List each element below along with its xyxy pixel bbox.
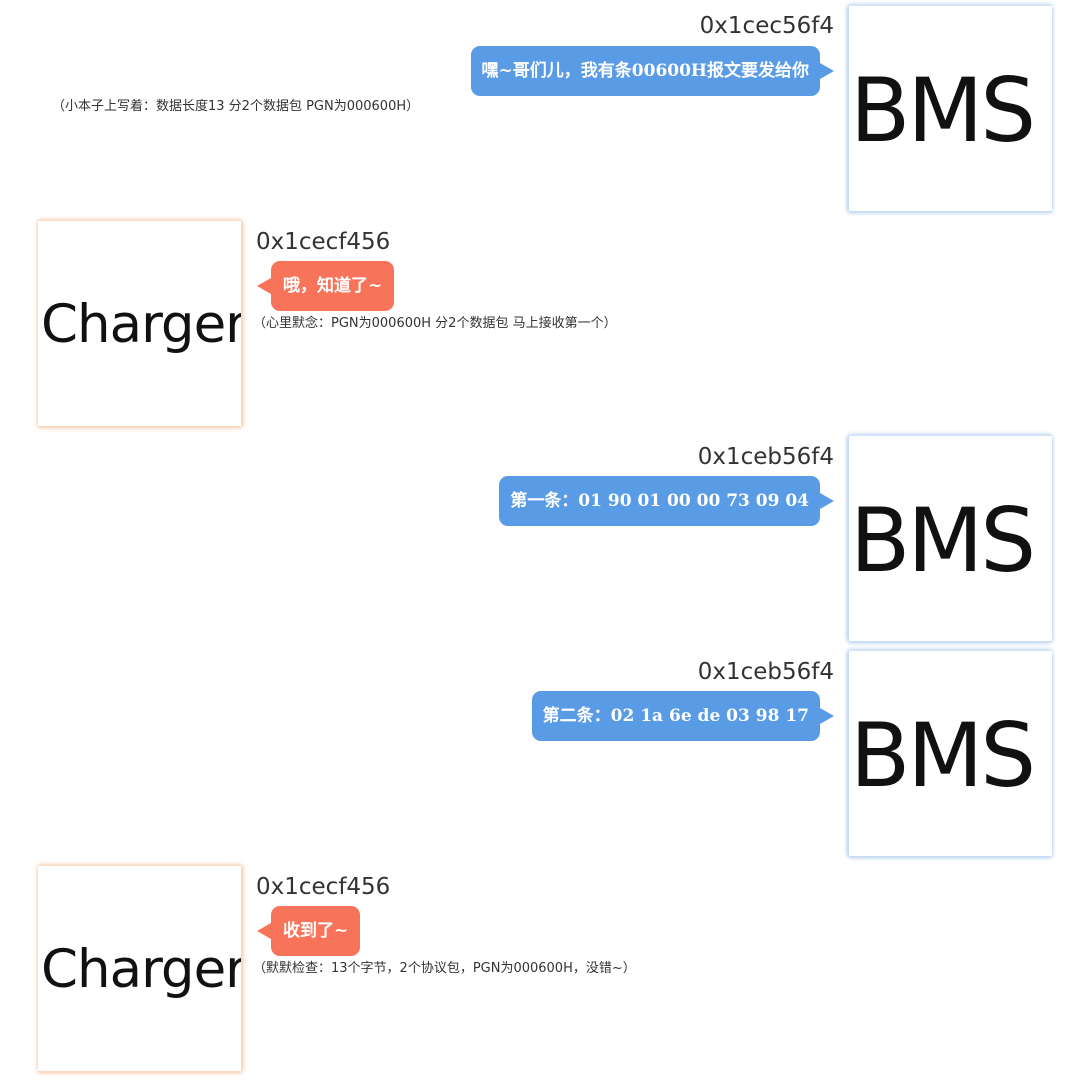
charger-avatar[interactable]: Charger [38, 221, 241, 426]
message-text: 哦，知道了~ [283, 276, 383, 296]
message-text: 第二条：02 1a 6e de 03 98 17 [542, 706, 809, 726]
message-bubble[interactable]: 收到了~ [256, 906, 361, 956]
sender-hex-id: 0x1cecf456 [256, 874, 391, 900]
sender-hex-id: 0x1ceb56f4 [697, 659, 834, 685]
avatar-label: BMS [850, 59, 1036, 162]
bms-avatar[interactable]: BMS [849, 6, 1052, 211]
avatar-label: Charger [41, 294, 241, 355]
message-bubble[interactable]: 第一条：01 90 01 00 00 73 09 04 [499, 476, 834, 526]
avatar-label: BMS [850, 704, 1036, 807]
message-text: 收到了~ [283, 921, 349, 941]
avatar-label: Charger [41, 939, 241, 1000]
message-bubble[interactable]: 嘿~哥们儿，我有条00600H报文要发给你 [470, 46, 835, 96]
sender-hex-id: 0x1ceb56f4 [697, 444, 834, 470]
message-note: （默默检查：13个字节，2个协议包，PGN为000600H，没错~） [253, 961, 636, 976]
charger-avatar[interactable]: Charger [38, 866, 241, 1071]
sender-hex-id: 0x1cec56f4 [699, 13, 834, 39]
message-note: （小本子上写着：数据长度13 分2个数据包 PGN为000600H） [52, 99, 420, 114]
bms-avatar[interactable]: BMS [849, 436, 1052, 641]
avatar-label: BMS [850, 489, 1036, 592]
message-note: （心里默念：PGN为000600H 分2个数据包 马上接收第一个） [253, 316, 617, 331]
message-text: 第一条：01 90 01 00 00 73 09 04 [510, 491, 809, 511]
message-bubble[interactable]: 第二条：02 1a 6e de 03 98 17 [531, 691, 835, 741]
message-text: 嘿~哥们儿，我有条00600H报文要发给你 [481, 61, 809, 81]
sender-hex-id: 0x1cecf456 [256, 229, 391, 255]
message-bubble[interactable]: 哦，知道了~ [256, 261, 395, 311]
bms-avatar[interactable]: BMS [849, 651, 1052, 856]
